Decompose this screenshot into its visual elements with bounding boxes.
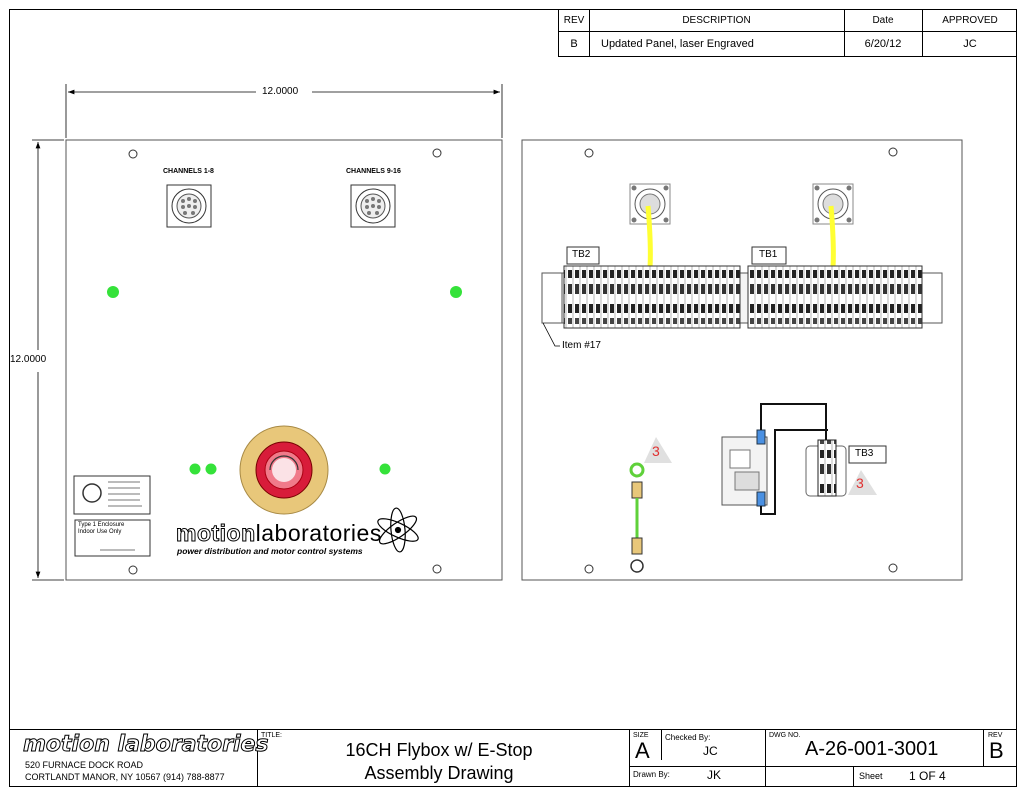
tb1-label: TB1: [759, 249, 778, 260]
title-block: motion laboratories 520 FURNACE DOCK ROA…: [9, 729, 1017, 787]
rev-row-rev: B: [570, 37, 578, 50]
channels-9-16-label: CHANNELS 9-16: [346, 168, 401, 175]
led-indicator: [379, 463, 391, 475]
dimension-height-label: 12.0000: [10, 354, 47, 365]
callout-leader: [542, 322, 560, 347]
rev-value: B: [989, 738, 1004, 763]
tb2-label: TB2: [572, 249, 591, 260]
connector-channels-1-8: [166, 184, 212, 228]
channels-1-8-label: CHANNELS 1-8: [163, 168, 214, 175]
checked-by: JC: [703, 744, 718, 758]
panel-brand-logo: motionlaboratories: [176, 520, 382, 547]
connector-channels-9-16: [350, 184, 396, 228]
size-label: SIZE: [633, 732, 649, 739]
revision-flag-number: 3: [652, 443, 660, 459]
estop-button: [239, 425, 329, 515]
revision-table: REV DESCRIPTION Date APPROVED B Updated …: [558, 9, 1017, 57]
rev-row-description: Updated Panel, laser Engraved: [601, 37, 754, 50]
front-panel: [65, 139, 503, 581]
sheet-label: Sheet: [859, 771, 883, 781]
atom-logo-icon: [377, 507, 419, 553]
revision-flag-icon: [848, 470, 877, 495]
terminal-block-tb1: [747, 265, 923, 329]
enclosure-type-text: Type 1 Enclosure Indoor Use Only: [78, 522, 125, 535]
enclosure-type-label: [74, 519, 151, 557]
size-value: A: [635, 738, 650, 763]
rev-header-rev: REV: [563, 14, 585, 26]
cert-label: [73, 475, 151, 515]
rev-row-approved: JC: [963, 37, 977, 50]
drawn-label: Drawn By:: [633, 770, 670, 779]
wire-harness: [828, 205, 836, 269]
rev-header-date: Date: [872, 14, 894, 26]
led-indicator: [450, 286, 462, 298]
rev-row-date: 6/20/12: [864, 37, 902, 50]
title-label: TITLE:: [261, 732, 283, 739]
dimension-width: [65, 84, 503, 138]
drawing-title-1: 16CH Flybox w/ E-Stop: [345, 740, 533, 760]
terminal-block-tb2: [563, 265, 741, 329]
drawn-by: JK: [707, 768, 722, 782]
led-indicator: [107, 286, 119, 298]
rev-label: REV: [988, 732, 1003, 739]
wire-harness: [645, 205, 653, 269]
panel-brand-tagline: power distribution and motor control sys…: [177, 546, 363, 556]
dimension-height: [32, 139, 64, 581]
led-indicator: [205, 463, 217, 475]
sheet-number: 1 OF 4: [909, 769, 946, 783]
tb3-label: TB3: [855, 448, 874, 459]
led-indicator: [189, 463, 201, 475]
company-logo: motion laboratories: [23, 732, 270, 758]
dimension-width-label: 12.0000: [260, 86, 301, 97]
rear-panel: [521, 139, 963, 581]
rev-header-description: DESCRIPTION: [682, 14, 751, 26]
drawing-title-2: Assembly Drawing: [364, 763, 514, 783]
checked-label: Checked By:: [665, 733, 711, 742]
relay-wiring: [760, 403, 828, 515]
drawing-number: A-26-001-3001: [805, 738, 939, 760]
item-17-callout: Item #17: [562, 340, 601, 351]
rev-header-approved: APPROVED: [942, 14, 998, 26]
drawing-border: [9, 9, 1017, 787]
ground-wire: [629, 462, 645, 573]
company-address-1: 520 FURNACE DOCK ROAD: [25, 760, 144, 770]
relay-assembly: [721, 429, 768, 507]
company-address-2: CORTLANDT MANOR, NY 10567 (914) 788-8877: [25, 772, 225, 782]
terminal-block-tb3: [805, 439, 847, 497]
revision-flag-icon: [644, 437, 672, 463]
dwg-no-label: DWG NO.: [769, 732, 801, 739]
revision-flag-number: 3: [856, 475, 864, 491]
